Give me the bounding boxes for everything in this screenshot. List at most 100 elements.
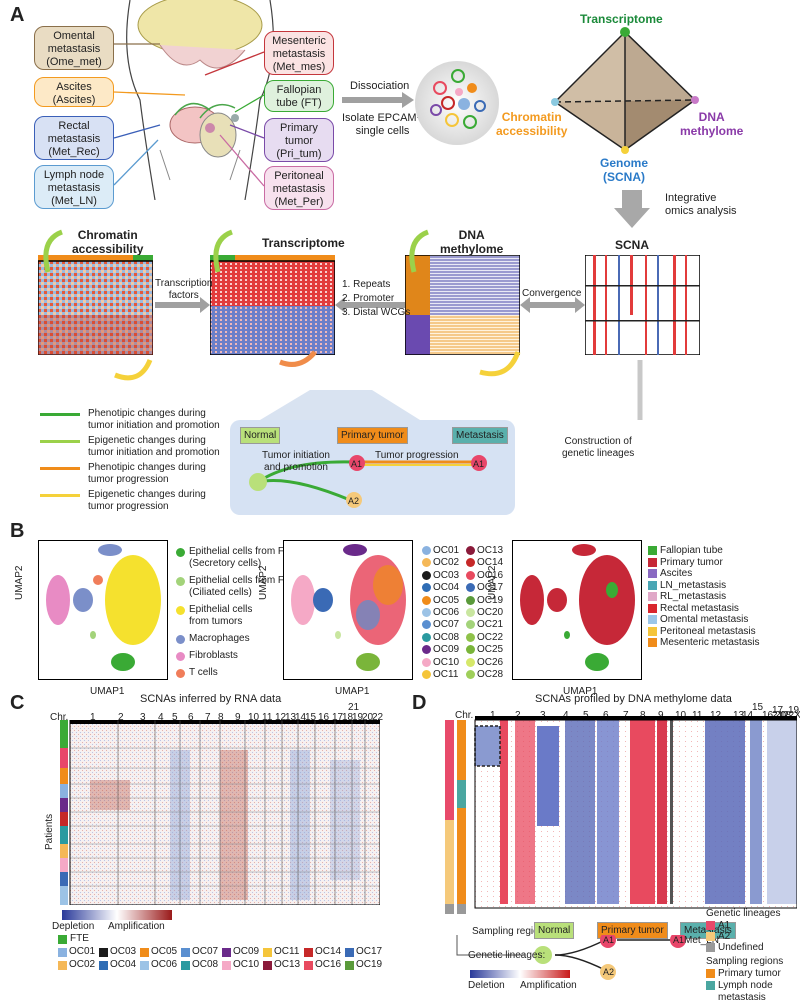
panel-c-patient-label: OC16 [315, 959, 342, 970]
patient-dot [466, 546, 475, 555]
site-swatch [648, 638, 657, 647]
panel-c-amplification: Amplification [108, 921, 165, 932]
umap-patient-plot [283, 540, 413, 680]
celltype-label: Macrophages [189, 633, 250, 644]
panel-c-patient-swatch [181, 948, 190, 957]
panel-c-chr: 1 [90, 712, 96, 723]
site-label: LN_metastasis [660, 579, 727, 591]
panel-d-colorbar [470, 970, 570, 978]
panel-c-chr: 4 [158, 712, 164, 723]
panel-d-chr: 2 [515, 710, 521, 721]
panel-c-patient-label: OC05 [151, 946, 178, 957]
panel-c-depletion: Depletion [52, 921, 95, 932]
panel-d-chr: 3 [540, 710, 546, 721]
panel-d-lineage-label: A1 [718, 920, 731, 931]
panel-d-chr: 12 [710, 710, 722, 721]
panel-d-chr: 16 [762, 710, 774, 721]
panel-c-chr: 17 [332, 712, 344, 723]
celltype-dot [176, 577, 185, 586]
site-mesenteric: Mesenteric metastasis (Met_mes) [264, 31, 334, 75]
panel-d-lineage-swatch [706, 932, 715, 941]
site-label: Peritoneal metastasis [660, 625, 756, 637]
omics-pyramid [551, 27, 699, 154]
panel-d-chr: 4 [563, 710, 569, 721]
site-swatch [648, 557, 657, 567]
patient-label: OC25 [477, 644, 504, 656]
patient-label: OC04 [433, 582, 460, 594]
panel-c-patient-swatch [58, 961, 67, 970]
panel-c-chr: 13 [285, 712, 297, 723]
celltype-label: Epithelial cells from FTs (Ciliated cell… [189, 575, 294, 598]
header-chromatin: Chromatin accessibility [72, 228, 144, 256]
panel-c-chr: 18 [342, 712, 354, 723]
pyramid-transcriptome: Transcriptome [580, 12, 663, 26]
dissociation-label: Dissociation [350, 80, 410, 92]
panel-d-normal-tag: Normal [534, 922, 575, 939]
panel-d-lineage-tree [456, 935, 686, 980]
patient-label: OC13 [477, 545, 504, 556]
site-rectal: Rectal metastasis (Met_Rec) [34, 116, 114, 160]
patient-label: OC02 [433, 557, 460, 569]
site-swatch [648, 580, 657, 590]
celltype-label: T cells [189, 667, 218, 678]
panel-c-chr: 11 [262, 712, 273, 723]
panel-c-patient-swatch [345, 961, 354, 970]
panel-c-patient-label: OC04 [110, 959, 137, 970]
panel-c-patients-label: Patients [44, 813, 55, 850]
site-swatch [648, 546, 657, 555]
panel-d-lineage-swatch [706, 921, 715, 930]
umap-site-plot [512, 540, 642, 680]
header-scna: SCNA [615, 238, 650, 252]
panel-c-chr: 6 [188, 712, 194, 723]
celltype-dot [176, 606, 185, 615]
panel-c-chr: 10 [248, 712, 260, 723]
patient-label: OC03 [433, 569, 460, 581]
panel-d-chr: 20 [775, 710, 787, 721]
panel-d-chr: 17 [772, 705, 784, 716]
lineage-legend-label: Phenotipic changes during tumor progress… [88, 462, 206, 485]
lineage-a1-right: A1 [473, 459, 485, 469]
lineage-legend-line [40, 494, 80, 497]
fte-swatch [58, 935, 67, 944]
panel-d-regions-title: Sampling regions [706, 956, 784, 967]
site-label: Omental metastasis [660, 614, 749, 625]
patient-dot [422, 546, 431, 555]
celltype-label: Epithelial cells from tumors [189, 604, 253, 627]
patient-dot [422, 670, 431, 679]
workflow-arrows [43, 229, 643, 420]
panel-d-chr: 11 [692, 710, 703, 721]
panel-d-chr-label: Chr. [455, 710, 474, 721]
panel-c-chr: 9 [235, 712, 241, 723]
site-swatch [648, 615, 657, 624]
panel-d-lineage-label: A2 [718, 931, 731, 942]
panel-c-patient-label: OC03 [110, 946, 137, 957]
pyramid-dna: DNA methylome [680, 110, 744, 138]
patient-label: OC06 [433, 607, 460, 618]
panel-d-region-swatch [706, 969, 715, 978]
panel-c-patient-label: OC06 [151, 959, 178, 970]
chromatin-heatmap [38, 255, 153, 355]
site-label: Rectal metastasis [660, 602, 739, 614]
patient-dot [422, 657, 431, 667]
construction-label: Construction of genetic lineages [562, 436, 635, 459]
panel-c-chr: 7 [205, 712, 211, 723]
patient-dot [466, 558, 475, 568]
patient-dot [422, 620, 431, 630]
panel-d-region-swatch [706, 981, 715, 990]
patient-label: OC09 [433, 644, 460, 656]
patient-label: OC17 [477, 582, 504, 594]
header-dna: DNA methylome [440, 228, 504, 256]
patient-label: OC01 [433, 545, 460, 556]
patient-dot [466, 583, 475, 593]
panel-c-chr: 2 [118, 712, 124, 723]
patient-dot [466, 632, 475, 642]
panel-d-chr: 13 [733, 710, 745, 721]
panel-c-patient-swatch [345, 948, 354, 957]
panel-c-patient-label: OC19 [356, 959, 383, 970]
umap-x-label-1: UMAP1 [90, 686, 125, 697]
panel-c-patient-swatch [222, 948, 231, 957]
site-swatch [648, 569, 657, 578]
panel-d-sampling-label: Sampling regions: [472, 926, 553, 937]
single-cell-dish [415, 61, 499, 145]
panel-c-colorbar [62, 910, 172, 920]
